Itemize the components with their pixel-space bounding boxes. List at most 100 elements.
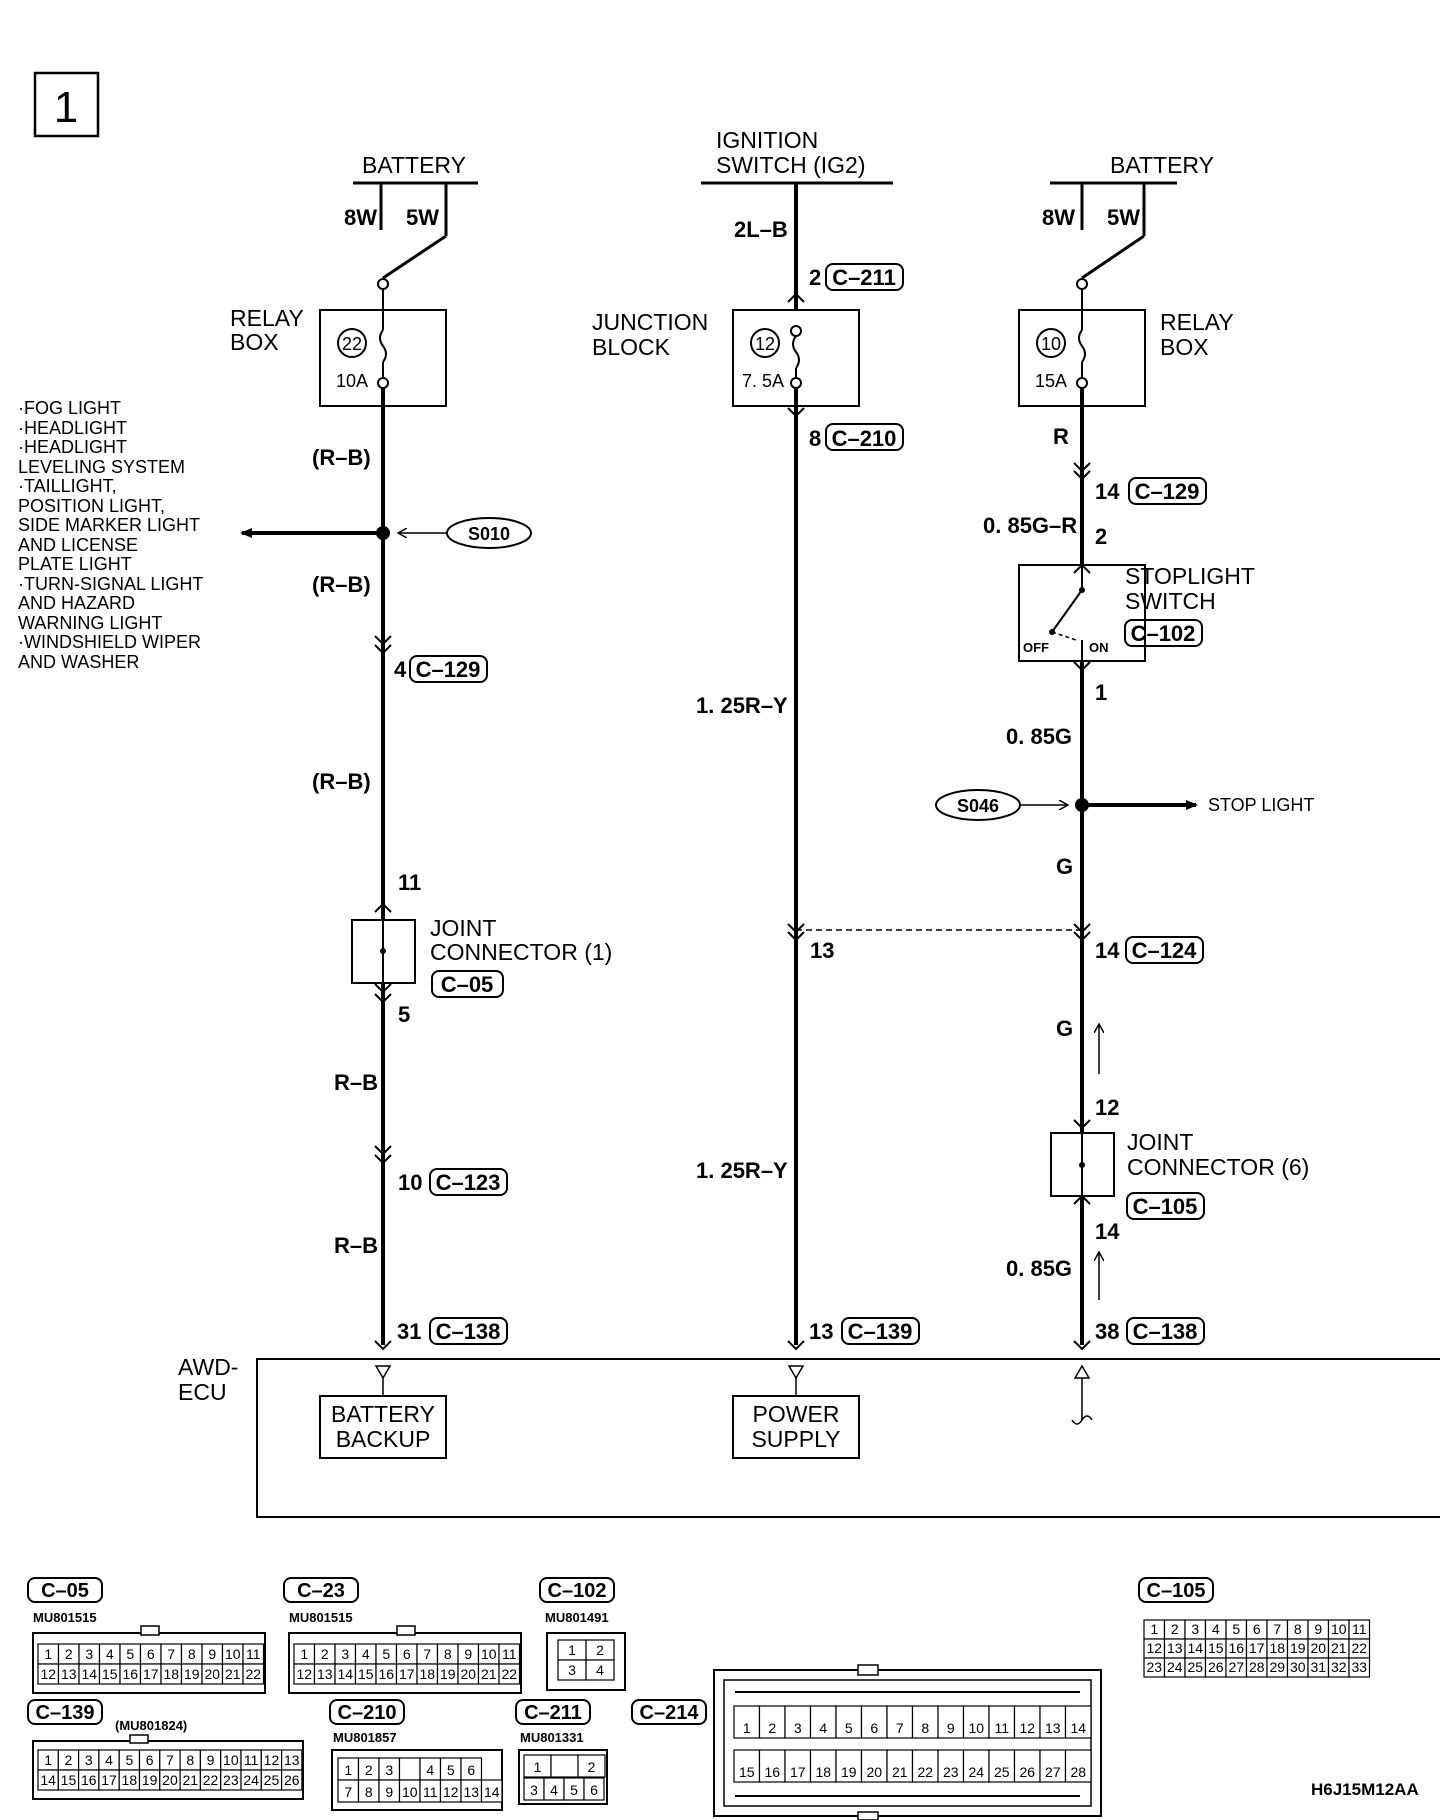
pin-cell: [886, 1705, 914, 1739]
pin-38: 38: [1095, 1319, 1119, 1344]
fuse-10-symbol: [1078, 329, 1086, 363]
pin-number-c210: 10: [402, 1784, 418, 1800]
conn-c05: C–05: [441, 972, 494, 997]
pin-cell: [962, 1705, 990, 1739]
conn-c124: C–124: [1132, 938, 1198, 963]
pin-cell: [809, 1705, 837, 1739]
pin-number-c23: 15: [358, 1666, 374, 1682]
pin-number-c210: 12: [443, 1784, 459, 1800]
pin-number-c105: 15: [1208, 1640, 1224, 1656]
wire-085g-1: 0. 85G: [1006, 724, 1072, 749]
connector-name-tag: [27, 1699, 103, 1725]
wire-rb-2: (R–B): [312, 572, 371, 597]
connector-c214-shell: [713, 1669, 1102, 1817]
pin-number-c23: 17: [399, 1666, 415, 1682]
connector-tag: [429, 1317, 508, 1345]
pin-number-c139: 11: [244, 1752, 259, 1768]
connector-part-c23: MU801515: [289, 1610, 353, 1625]
pin-number-c23: 2: [321, 1646, 329, 1662]
pin-5: 5: [398, 1002, 410, 1027]
pin-number-c105: 21: [1331, 1640, 1347, 1656]
pin-cell: [583, 1777, 605, 1801]
pin-number-c105: 17: [1249, 1640, 1265, 1656]
pin-number-c105: 12: [1146, 1640, 1162, 1656]
pin-number-c214: 18: [815, 1764, 831, 1780]
pin-number-c102: 1: [568, 1642, 576, 1658]
pin-number-c05: 10: [225, 1646, 241, 1662]
pin-number-c139: 6: [146, 1752, 154, 1768]
pin-number-c211: 5: [570, 1782, 578, 1798]
pin-number-c210: 7: [344, 1784, 352, 1800]
pin-number-c105: 30: [1290, 1659, 1306, 1675]
pin-cell: [585, 1659, 615, 1681]
pin-number-c05: 14: [81, 1666, 97, 1682]
pin-number-c210: 8: [365, 1784, 373, 1800]
conn-c129-right: C–129: [1135, 479, 1200, 504]
wire-8w-right: 8W: [1042, 205, 1075, 230]
pin-number-c214: 17: [790, 1764, 806, 1780]
connector-name-tag: [1138, 1577, 1214, 1603]
joint-6-label-l1: JOINT: [1127, 1129, 1193, 1155]
pin-number-c214: 5: [845, 1720, 853, 1736]
pin-number-c105: 32: [1331, 1659, 1347, 1675]
pin-number-c214: 15: [739, 1764, 755, 1780]
junction-block-label-l2: BLOCK: [592, 334, 671, 360]
pin-cell: [911, 1749, 939, 1783]
pin-number-c23: 20: [460, 1666, 476, 1682]
pin-cell: [281, 1769, 303, 1791]
pin-number-c05: 6: [147, 1646, 155, 1662]
switch-off-label: OFF: [1023, 640, 1049, 655]
ecu-label-l1: AWD-: [178, 1354, 238, 1380]
wire-5w-right: 5W: [1107, 205, 1140, 230]
pin-number-c105: 5: [1232, 1621, 1240, 1637]
conn-c138-left: C–138: [436, 1319, 501, 1344]
pin-2-right: 2: [1095, 524, 1107, 549]
connector-name-c211: C–211: [524, 1702, 582, 1724]
relay-box-label-l1: RELAY: [230, 305, 304, 331]
pin-number-c139: 20: [162, 1772, 178, 1788]
pin-number-c05: 9: [208, 1646, 216, 1662]
pin-number-c05: 17: [143, 1666, 159, 1682]
power-supply-l1: POWER: [753, 1401, 840, 1427]
pin-number-c214: 22: [917, 1764, 933, 1780]
pin-number-c210: 2: [365, 1762, 373, 1778]
pin-number-c23: 14: [337, 1666, 353, 1682]
pin-number-c139: 3: [85, 1752, 93, 1768]
pin-number-c139: 4: [105, 1752, 113, 1768]
pin-number-c139: 2: [65, 1752, 73, 1768]
switch-on-label: ON: [1089, 640, 1109, 655]
connector-name-c105: C–105: [1147, 1580, 1206, 1602]
pin-number-c210: 5: [447, 1762, 455, 1778]
connector-name-c210: C–210: [338, 1702, 397, 1724]
pin-number-c105: 7: [1273, 1621, 1281, 1637]
pin-number-c105: 22: [1351, 1640, 1367, 1656]
connector-part-c211: MU801331: [520, 1730, 584, 1745]
wire-5w-left: 5W: [406, 205, 439, 230]
battery-backup-block: [319, 1395, 447, 1459]
pin-number-c211: 3: [530, 1782, 538, 1798]
fuse-12-symbol: [792, 335, 800, 369]
wire-rb-1: (R–B): [312, 445, 371, 470]
pin-number-c210: 11: [423, 1784, 438, 1800]
pin-cell: [398, 1757, 421, 1781]
junction-block-label-l1: JUNCTION: [592, 309, 708, 335]
pin-number-c105: 4: [1212, 1621, 1220, 1637]
splice-s010: [446, 517, 532, 549]
diagram-code: H6J15M12AA: [1311, 1780, 1419, 1799]
load-line: ·HEADLIGHT: [18, 418, 127, 438]
stop-light-label: STOP LIGHT: [1208, 795, 1314, 815]
joint-6-label-l2: CONNECTOR (6): [1127, 1154, 1309, 1180]
power-supply-block: [732, 1395, 860, 1459]
pin-number-c211: 2: [588, 1759, 596, 1775]
pin-number-c139: 12: [264, 1752, 280, 1768]
load-line: SIDE MARKER LIGHT: [18, 515, 200, 535]
pin-number-c23: 4: [362, 1646, 370, 1662]
connector-tag: [1124, 619, 1203, 647]
pin-number-c105: 14: [1187, 1640, 1203, 1656]
load-line: PLATE LIGHT: [18, 554, 132, 574]
wire-g-1: G: [1056, 854, 1073, 879]
pin-14-joint: 14: [1095, 1219, 1120, 1244]
pin-number-c23: 3: [341, 1646, 349, 1662]
pin-number-c139: 13: [284, 1752, 300, 1768]
